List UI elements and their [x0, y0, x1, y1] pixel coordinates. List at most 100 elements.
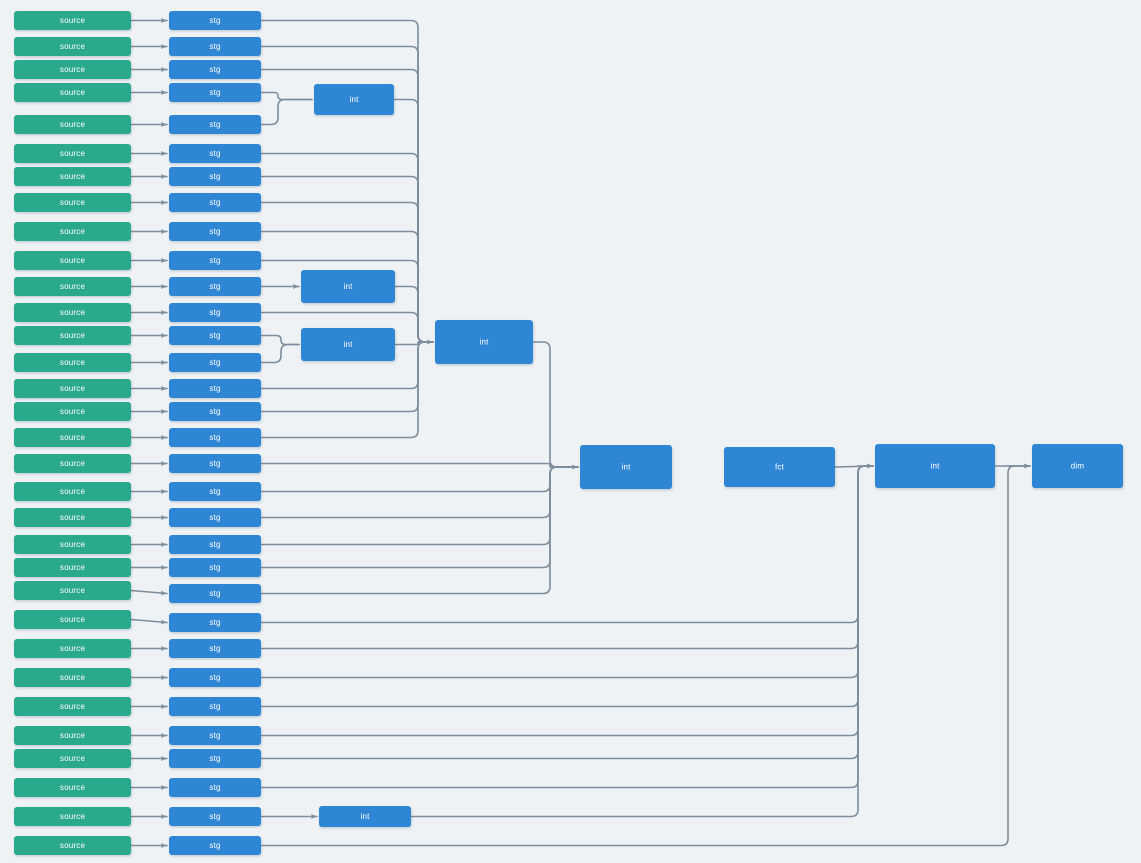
node-stg[interactable]: stg [169, 83, 261, 102]
node-box-int[interactable] [301, 270, 395, 303]
node-box-stg[interactable] [169, 454, 261, 473]
node-box-stg[interactable] [169, 222, 261, 241]
node-box-stg[interactable] [169, 508, 261, 527]
node-stg[interactable]: stg [169, 508, 261, 527]
node-source[interactable]: source [14, 379, 131, 398]
node-stg[interactable]: stg [169, 37, 261, 56]
node-box-source[interactable] [14, 428, 131, 447]
node-source[interactable]: source [14, 83, 131, 102]
node-box-source[interactable] [14, 639, 131, 658]
node-box-source[interactable] [14, 379, 131, 398]
node-stg[interactable]: stg [169, 482, 261, 501]
node-stg[interactable]: stg [169, 558, 261, 577]
node-box-stg[interactable] [169, 807, 261, 826]
node-stg[interactable]: stg [169, 222, 261, 241]
node-box-source[interactable] [14, 37, 131, 56]
node-box-int[interactable] [319, 806, 411, 827]
node-int[interactable]: int [435, 320, 533, 364]
node-box-int[interactable] [435, 320, 533, 364]
node-box-int[interactable] [875, 444, 995, 488]
node-int[interactable]: int [301, 328, 395, 361]
node-source[interactable]: source [14, 60, 131, 79]
node-stg[interactable]: stg [169, 353, 261, 372]
node-box-stg[interactable] [169, 726, 261, 745]
node-box-int[interactable] [301, 328, 395, 361]
node-box-source[interactable] [14, 726, 131, 745]
node-stg[interactable]: stg [169, 402, 261, 421]
node-source[interactable]: source [14, 428, 131, 447]
node-box-source[interactable] [14, 115, 131, 134]
node-source[interactable]: source [14, 581, 131, 600]
node-box-source[interactable] [14, 326, 131, 345]
node-source[interactable]: source [14, 303, 131, 322]
node-source[interactable]: source [14, 558, 131, 577]
node-box-source[interactable] [14, 303, 131, 322]
node-box-source[interactable] [14, 454, 131, 473]
node-box-stg[interactable] [169, 668, 261, 687]
node-box-source[interactable] [14, 193, 131, 212]
node-stg[interactable]: stg [169, 379, 261, 398]
node-box-source[interactable] [14, 167, 131, 186]
node-stg[interactable]: stg [169, 115, 261, 134]
node-box-stg[interactable] [169, 193, 261, 212]
node-stg[interactable]: stg [169, 60, 261, 79]
node-stg[interactable]: stg [169, 454, 261, 473]
node-int[interactable]: int [580, 445, 672, 489]
node-stg[interactable]: stg [169, 807, 261, 826]
node-box-stg[interactable] [169, 482, 261, 501]
node-stg[interactable]: stg [169, 668, 261, 687]
node-stg[interactable]: stg [169, 749, 261, 768]
node-box-stg[interactable] [169, 11, 261, 30]
node-source[interactable]: source [14, 807, 131, 826]
node-box-source[interactable] [14, 508, 131, 527]
node-box-source[interactable] [14, 668, 131, 687]
node-stg[interactable]: stg [169, 167, 261, 186]
node-box-fct[interactable] [724, 447, 835, 487]
node-box-stg[interactable] [169, 697, 261, 716]
node-stg[interactable]: stg [169, 193, 261, 212]
node-source[interactable]: source [14, 277, 131, 296]
node-source[interactable]: source [14, 508, 131, 527]
node-box-int[interactable] [314, 84, 394, 115]
node-stg[interactable]: stg [169, 277, 261, 296]
node-source[interactable]: source [14, 167, 131, 186]
node-source[interactable]: source [14, 482, 131, 501]
node-box-source[interactable] [14, 222, 131, 241]
node-stg[interactable]: stg [169, 584, 261, 603]
node-source[interactable]: source [14, 749, 131, 768]
node-stg[interactable]: stg [169, 778, 261, 797]
node-box-source[interactable] [14, 697, 131, 716]
node-source[interactable]: source [14, 639, 131, 658]
node-box-source[interactable] [14, 11, 131, 30]
node-box-stg[interactable] [169, 251, 261, 270]
node-box-int[interactable] [580, 445, 672, 489]
node-box-source[interactable] [14, 778, 131, 797]
node-source[interactable]: source [14, 668, 131, 687]
node-box-source[interactable] [14, 251, 131, 270]
node-box-stg[interactable] [169, 60, 261, 79]
node-source[interactable]: source [14, 326, 131, 345]
node-stg[interactable]: stg [169, 836, 261, 855]
node-box-source[interactable] [14, 749, 131, 768]
node-stg[interactable]: stg [169, 697, 261, 716]
node-fct[interactable]: fct [724, 447, 835, 487]
node-box-source[interactable] [14, 807, 131, 826]
node-box-source[interactable] [14, 353, 131, 372]
node-source[interactable]: source [14, 726, 131, 745]
node-stg[interactable]: stg [169, 303, 261, 322]
node-box-stg[interactable] [169, 639, 261, 658]
node-box-source[interactable] [14, 581, 131, 600]
node-box-stg[interactable] [169, 535, 261, 554]
node-stg[interactable]: stg [169, 726, 261, 745]
node-box-stg[interactable] [169, 836, 261, 855]
node-dim[interactable]: dim [1032, 444, 1123, 488]
node-box-stg[interactable] [169, 353, 261, 372]
node-stg[interactable]: stg [169, 144, 261, 163]
node-box-stg[interactable] [169, 167, 261, 186]
node-box-stg[interactable] [169, 115, 261, 134]
node-source[interactable]: source [14, 836, 131, 855]
node-stg[interactable]: stg [169, 251, 261, 270]
node-box-stg[interactable] [169, 558, 261, 577]
node-int[interactable]: int [875, 444, 995, 488]
